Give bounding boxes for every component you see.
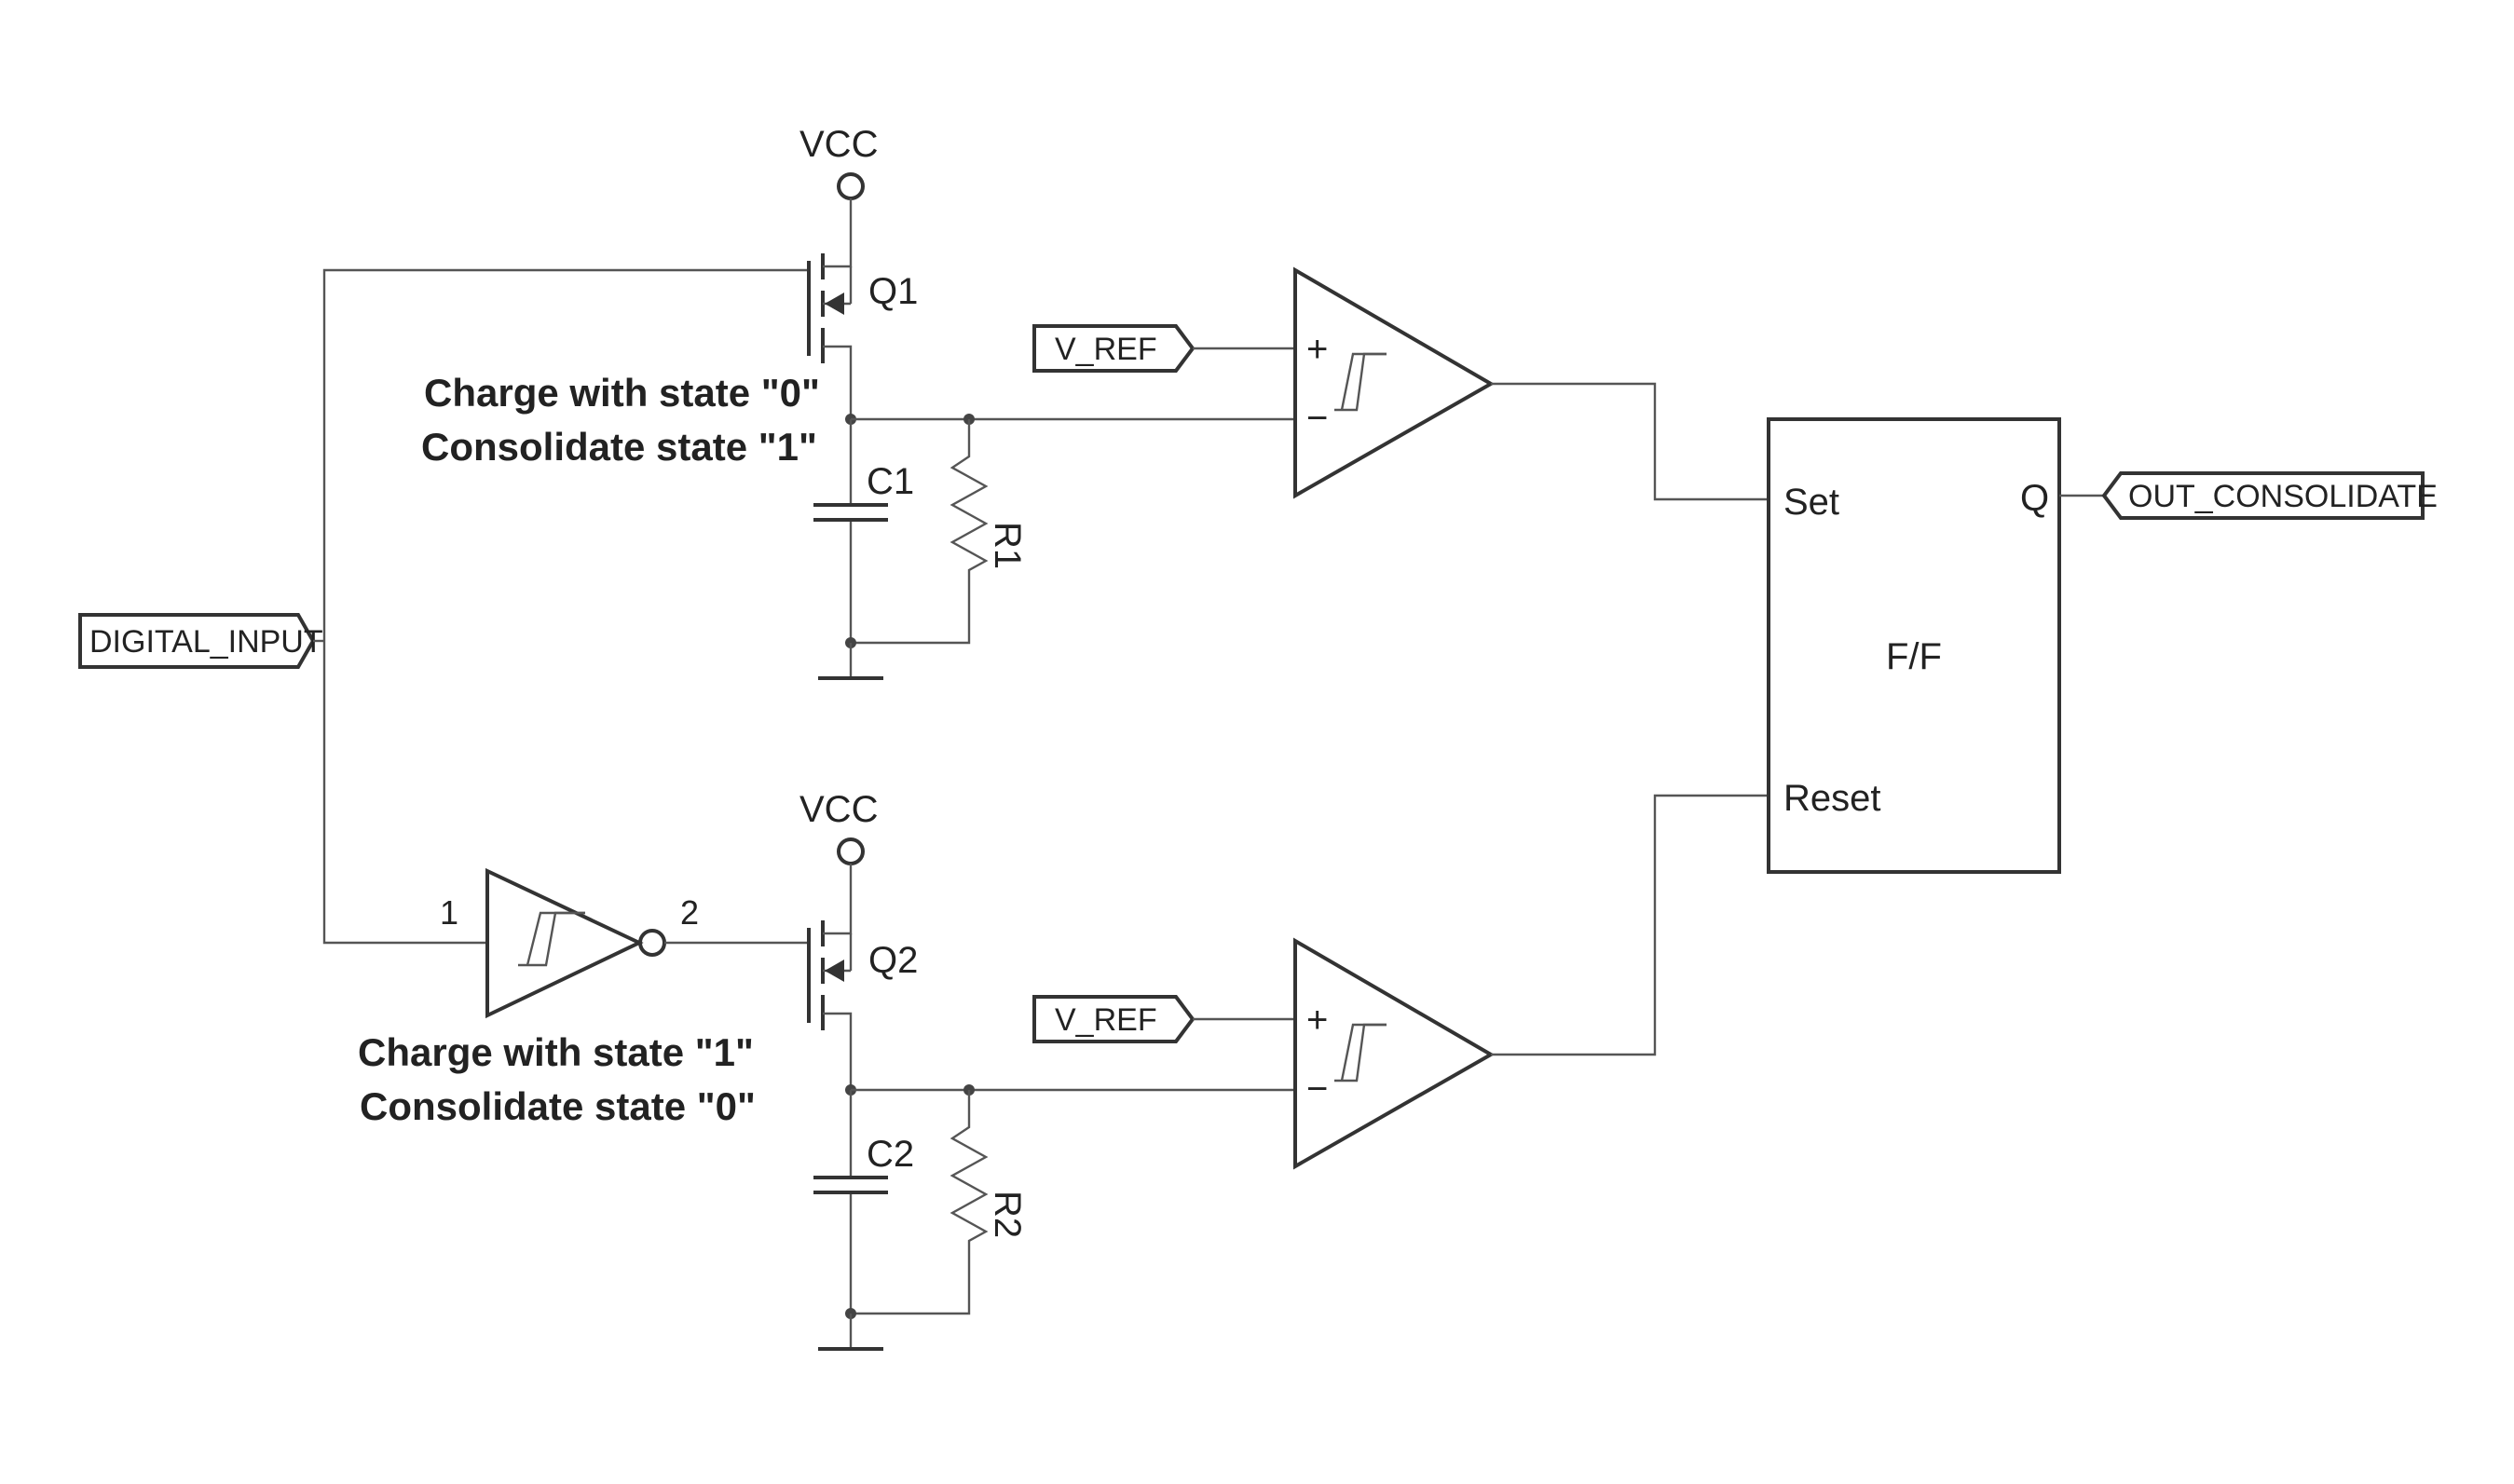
note-bottom-line2: Consolidate state "0" [360, 1084, 756, 1128]
ff-reset-label: Reset [1783, 778, 1881, 819]
out-consolidate-port: OUT_CONSOLIDATE [2104, 473, 2438, 518]
note-bottom-line1: Charge with state "1" [358, 1030, 754, 1074]
ground-top [818, 643, 883, 678]
schmitt-inverter [487, 871, 664, 1015]
r1-label: R1 [987, 522, 1028, 569]
digital-input-label: DIGITAL_INPUT [89, 624, 323, 660]
v-ref-top-port: V_REF [1034, 326, 1193, 371]
note-top-line2: Consolidate state "1" [421, 425, 817, 469]
comparator-top-minus: − [1306, 398, 1328, 439]
comparator-bottom-output-wire [1491, 796, 1769, 1055]
resistor-r1 [851, 419, 986, 643]
comparator-bottom-plus: + [1306, 1000, 1328, 1041]
mosfet-q2 [809, 919, 851, 1088]
v-ref-bottom-port: V_REF [1034, 997, 1193, 1042]
comparator-bottom: + − [1295, 941, 1491, 1166]
capacitor-c2 [813, 1090, 888, 1314]
ff-q-label: Q [2020, 478, 2049, 519]
q1-label: Q1 [868, 271, 918, 312]
c1-label: C1 [867, 461, 914, 502]
comparator-bottom-minus: − [1306, 1069, 1328, 1110]
comparator-top: + − [1295, 270, 1491, 496]
capacitor-c1 [813, 419, 888, 643]
v-ref-top-label: V_REF [1055, 332, 1157, 367]
comparator-top-plus: + [1306, 329, 1328, 370]
flipflop: Set Reset Q F/F [1769, 419, 2059, 872]
vcc-top-label: VCC [799, 124, 878, 165]
input-wire-down [324, 641, 487, 943]
c2-label: C2 [867, 1134, 914, 1175]
ground-bottom [818, 1314, 883, 1349]
r2-label: R2 [987, 1191, 1028, 1238]
vcc-bottom-terminal [839, 839, 863, 864]
out-consolidate-label: OUT_CONSOLIDATE [2128, 479, 2438, 514]
q2-label: Q2 [868, 940, 918, 981]
ff-set-label: Set [1783, 482, 1839, 523]
digital-input-port: DIGITAL_INPUT [80, 615, 323, 667]
note-top-line1: Charge with state "0" [424, 371, 820, 415]
resistor-r2 [851, 1090, 986, 1314]
vcc-bottom-label: VCC [799, 789, 878, 830]
vcc-top-terminal [839, 174, 863, 198]
inverter-pin1-label: 1 [440, 893, 458, 932]
ff-main-label: F/F [1886, 636, 1942, 677]
inverter-pin2-label: 2 [680, 893, 699, 932]
comparator-top-output-wire [1491, 384, 1769, 499]
v-ref-bottom-label: V_REF [1055, 1002, 1157, 1038]
